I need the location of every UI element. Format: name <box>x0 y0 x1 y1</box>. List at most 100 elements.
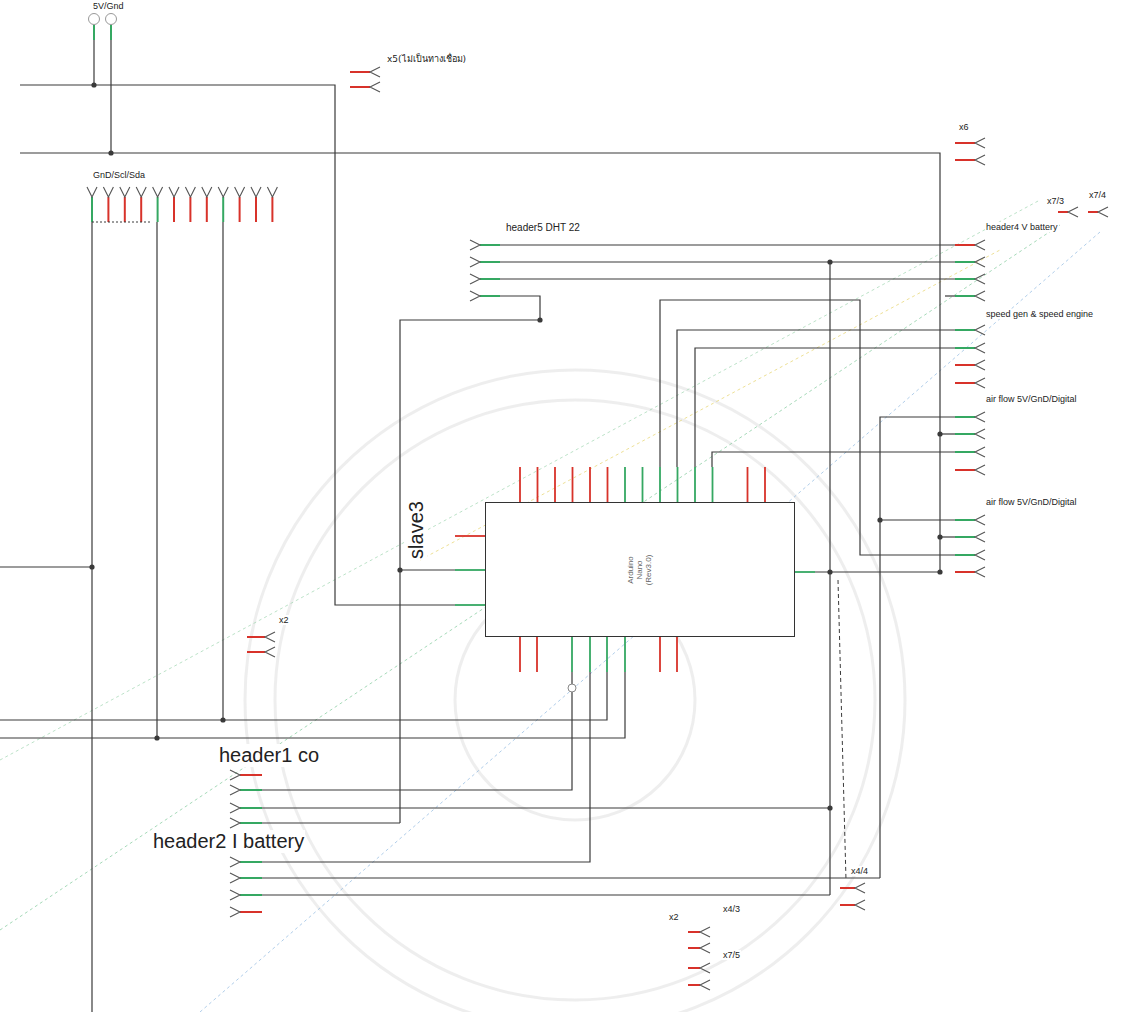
connector-lead <box>350 86 370 88</box>
connector-lead <box>955 347 975 349</box>
connector-fork <box>230 907 240 917</box>
connector-fork <box>185 187 195 197</box>
connector-fork <box>975 360 985 370</box>
connector-label: x4/4 <box>850 866 869 876</box>
wire <box>262 672 590 862</box>
connector-lead <box>189 197 191 222</box>
board-pin <box>589 637 591 672</box>
connector-lead <box>955 433 975 435</box>
header-label: speed gen & speed engine <box>985 309 1094 319</box>
connector-lead <box>222 197 224 222</box>
connector-fork <box>470 274 480 284</box>
wire <box>20 153 940 572</box>
connector-fork <box>975 138 985 148</box>
connector-fork <box>230 873 240 883</box>
wire <box>677 330 955 467</box>
wire <box>829 262 830 895</box>
connector-lead <box>240 877 262 879</box>
connector-symbols <box>87 67 1108 990</box>
connector-fork <box>230 857 240 867</box>
junction-dot <box>827 569 832 574</box>
connector-lead <box>140 197 142 222</box>
connector-fork <box>370 82 380 92</box>
connector-fork <box>975 567 985 577</box>
connector-lead <box>840 887 855 889</box>
board-pin <box>624 637 626 672</box>
connector-fork <box>1098 207 1108 217</box>
wire <box>500 244 955 245</box>
connector-fork <box>855 900 865 910</box>
board-pin <box>571 637 573 672</box>
board-pin <box>677 467 679 502</box>
connector-fork <box>975 343 985 353</box>
connector-lead <box>239 197 241 222</box>
connector-lead <box>955 571 975 573</box>
connector-fork <box>975 532 985 542</box>
wire <box>815 571 940 572</box>
terminal-lead <box>110 25 112 40</box>
board-pin <box>607 467 609 502</box>
connector-lead <box>240 774 262 776</box>
connector-fork <box>700 943 710 953</box>
connector-lead <box>955 536 975 538</box>
connector-fork <box>975 412 985 422</box>
connector-fork <box>700 927 710 937</box>
header-label: header4 V battery <box>985 222 1059 232</box>
connector-fork <box>230 785 240 795</box>
board-name: Arduino Nano (Rev3.0) <box>627 547 653 593</box>
connector-lead <box>1088 211 1098 213</box>
junction-dot <box>937 569 942 574</box>
junction-dot <box>108 150 113 155</box>
connector-lead <box>688 984 700 986</box>
arduino-board: Arduino Nano (Rev3.0) <box>485 502 795 637</box>
connector-lead <box>955 278 975 280</box>
connector-lead <box>240 911 262 913</box>
board-pin <box>519 637 521 672</box>
connector-lead <box>955 244 975 246</box>
connector-fork <box>700 980 710 990</box>
connector-fork <box>975 429 985 439</box>
connector-fork <box>975 257 985 267</box>
terminal-circle <box>89 14 100 25</box>
connector-lead <box>91 197 93 222</box>
junction-dot <box>937 534 942 539</box>
connector-fork <box>975 550 985 560</box>
watermark-ring <box>245 370 905 1012</box>
board-pin <box>554 467 556 502</box>
dashed-wire <box>838 580 846 880</box>
wire <box>262 822 400 823</box>
connector-fork <box>235 187 245 197</box>
connector-lead <box>247 636 265 638</box>
connector-lead <box>247 651 265 653</box>
connector-fork <box>103 187 113 197</box>
junction-dot <box>397 567 402 572</box>
wire <box>880 519 955 520</box>
connector-fork <box>136 187 146 197</box>
junction-dot <box>91 82 96 87</box>
connector-fork <box>230 770 240 780</box>
connector-label: x7/3 <box>1046 196 1065 206</box>
wire <box>712 452 955 467</box>
connector-lead <box>1058 211 1068 213</box>
board-pin <box>624 467 626 502</box>
junction-dot <box>537 317 542 322</box>
junction-dot <box>220 717 225 722</box>
header-label: air flow 5V/GnD/Digital <box>985 497 1078 507</box>
wire <box>400 569 455 570</box>
connector-fork <box>975 274 985 284</box>
connector-lead <box>240 861 262 863</box>
terminal-circle <box>106 14 117 25</box>
connector-lead <box>688 931 700 933</box>
connector-lead <box>955 382 975 384</box>
connector-lead <box>955 159 975 161</box>
connector-label: x6 <box>958 122 970 132</box>
connector-lead <box>840 904 855 906</box>
connector-label: x2 <box>278 615 290 625</box>
connector-label: x5(ไม่เป็นทางเชื่อม) <box>386 54 467 64</box>
wire <box>880 417 955 878</box>
board-pin <box>536 637 538 672</box>
junction-dot <box>154 735 159 740</box>
wire <box>91 222 92 1012</box>
connector-lead <box>955 519 975 521</box>
connector-fork <box>370 67 380 77</box>
